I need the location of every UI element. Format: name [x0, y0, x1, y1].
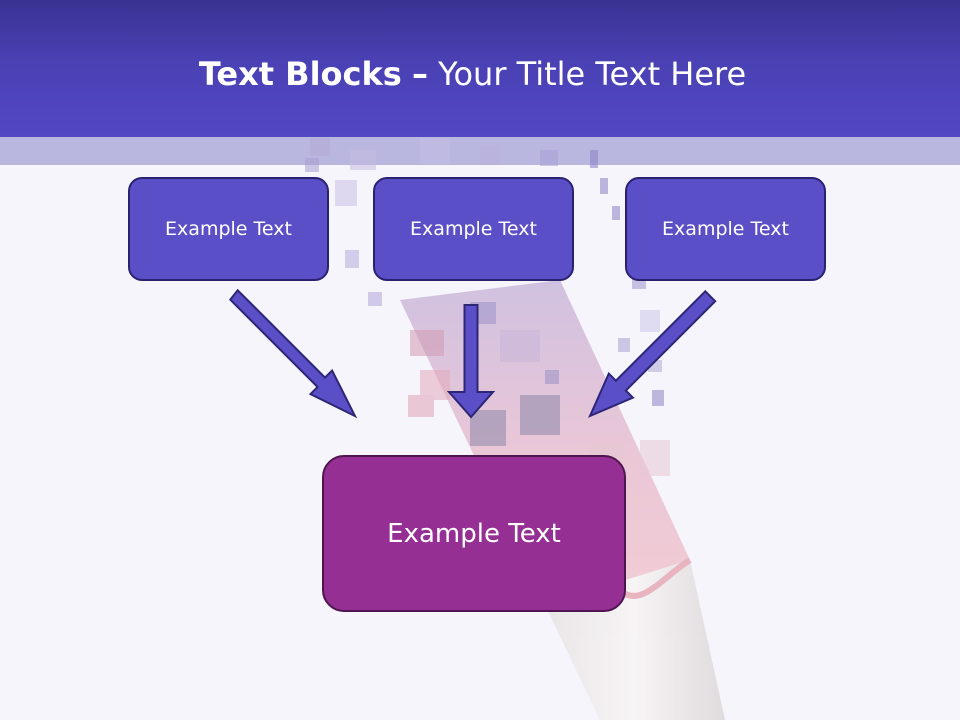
text-block-3-label: Example Text: [662, 218, 789, 240]
arrow-center: [446, 304, 496, 419]
text-block-1: Example Text: [128, 177, 329, 281]
result-block: Example Text: [322, 455, 626, 612]
text-block-2: Example Text: [373, 177, 574, 281]
text-block-3: Example Text: [625, 177, 826, 281]
text-block-1-label: Example Text: [165, 218, 292, 240]
text-block-2-label: Example Text: [410, 218, 537, 240]
title-dash: –: [411, 55, 428, 93]
result-block-label: Example Text: [387, 518, 561, 549]
title-rest: Your Title Text Here: [438, 55, 747, 93]
slide-title: Text Blocks – Your Title Text Here: [0, 52, 945, 96]
header-bar: [0, 0, 960, 137]
arrow-left: [228, 288, 358, 419]
arrow-right: [588, 289, 717, 418]
title-bold: Text Blocks: [198, 55, 402, 93]
